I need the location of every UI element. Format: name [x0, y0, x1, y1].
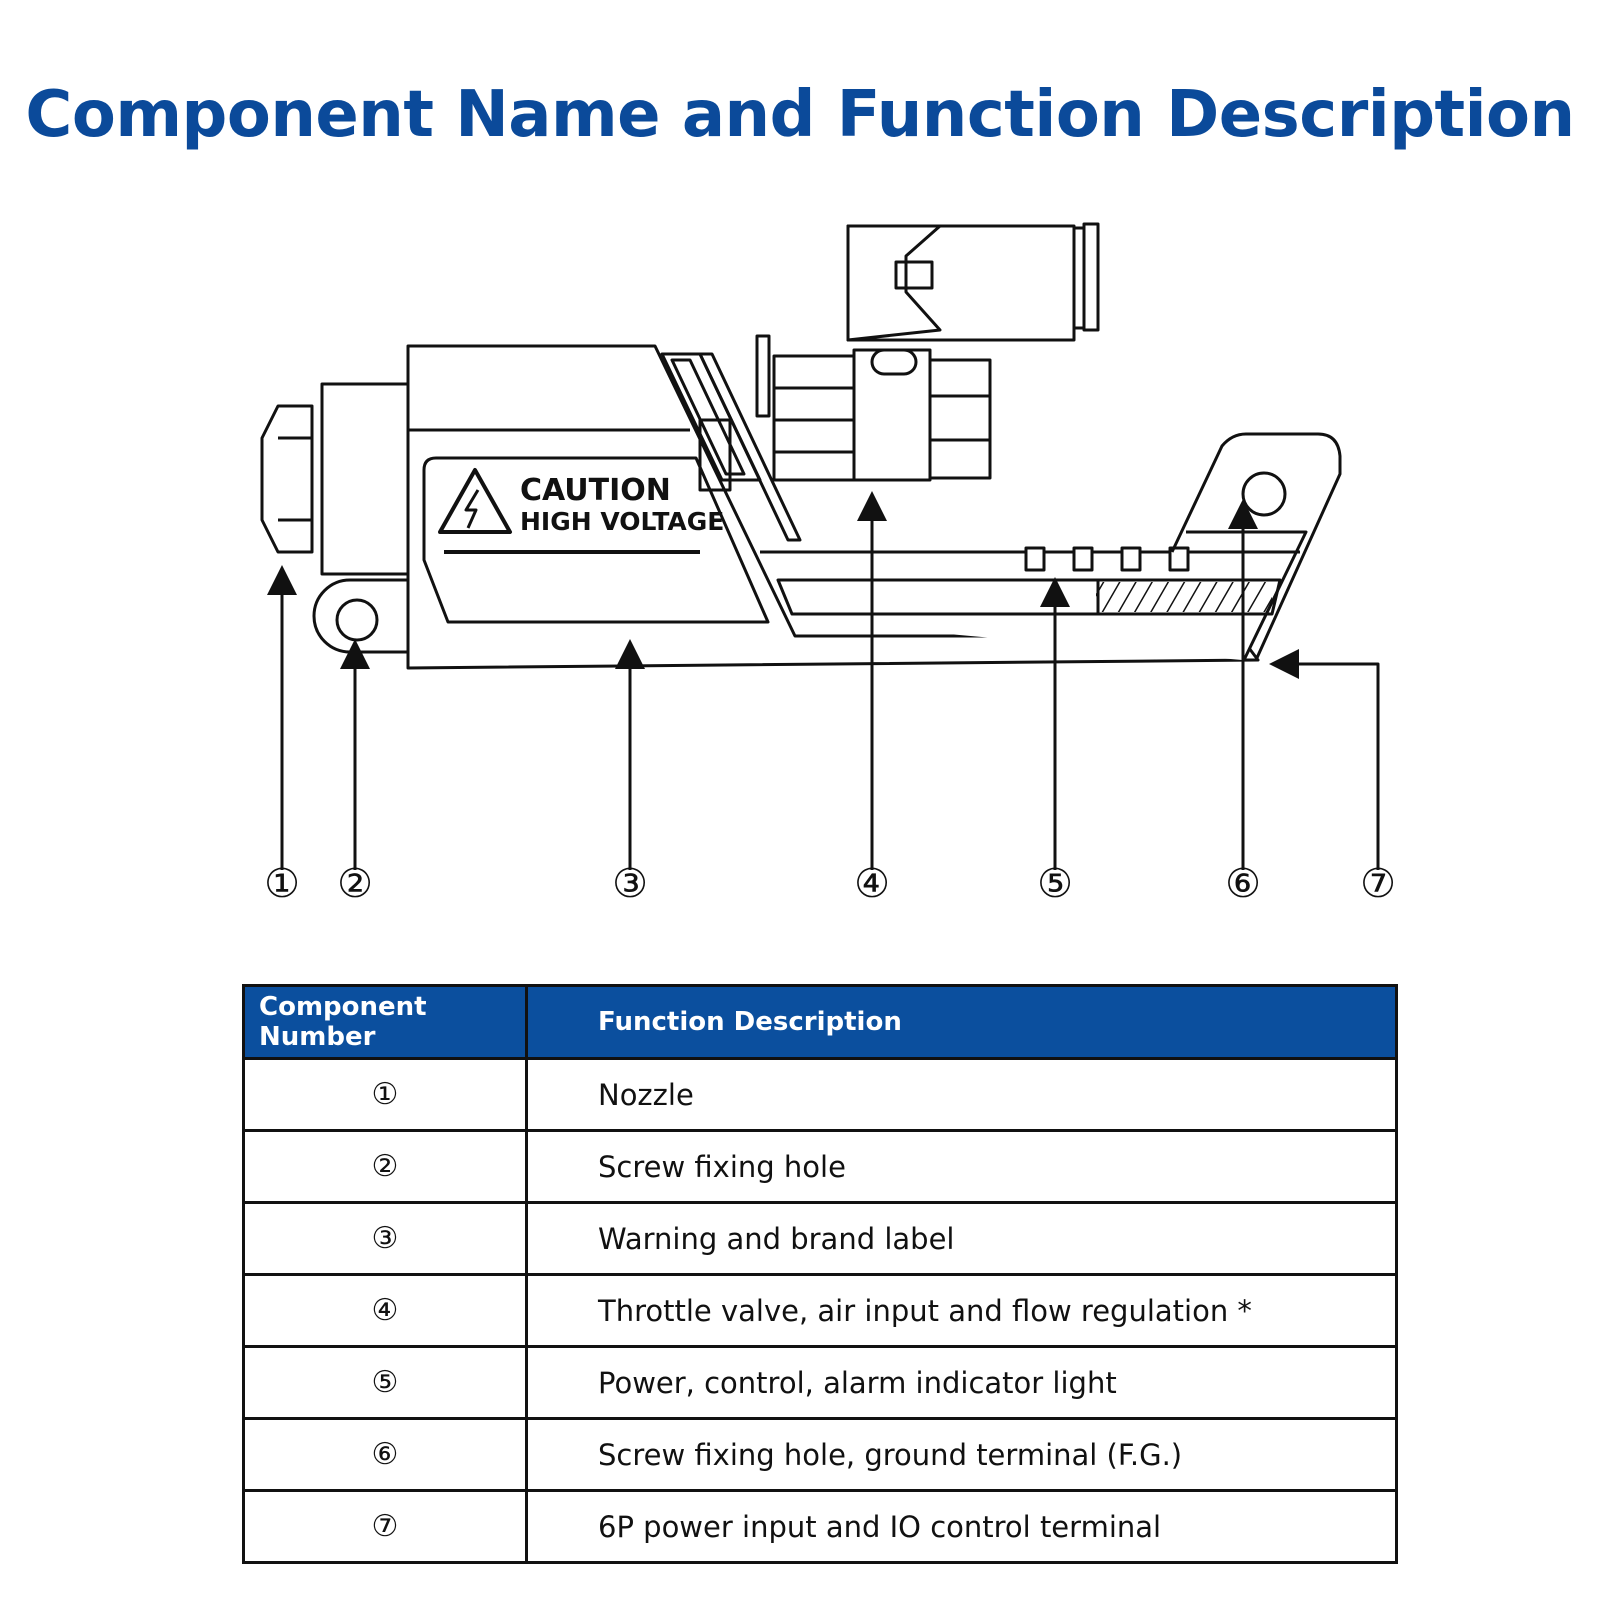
row-description: Power, control, alarm indicator light	[525, 1345, 1398, 1420]
header-function-description: Function Description	[525, 984, 1398, 1060]
high-voltage-icon	[438, 468, 512, 534]
table-row: ⑥ Screw fixing hole, ground terminal (F.…	[242, 1417, 1398, 1492]
table-row: ③ Warning and brand label	[242, 1201, 1398, 1276]
throttle-valve	[755, 222, 1100, 482]
callout-7: ⑦	[1360, 861, 1396, 907]
header-component-number: Component Number	[242, 984, 528, 1060]
component-table: Component Number Function Description ① …	[242, 984, 1398, 1564]
caution-text: CAUTION	[520, 473, 671, 508]
row-number: ①	[242, 1057, 528, 1132]
callout-6: ⑥	[1225, 861, 1261, 907]
table-row: ⑤ Power, control, alarm indicator light	[242, 1345, 1398, 1420]
row-description: Screw fixing hole	[525, 1129, 1398, 1204]
table-row: ② Screw fixing hole	[242, 1129, 1398, 1204]
row-number: ④	[242, 1273, 528, 1348]
row-number: ③	[242, 1201, 528, 1276]
row-number: ⑦	[242, 1489, 528, 1564]
high-voltage-text: HIGH VOLTAGE	[520, 507, 724, 536]
row-description: Nozzle	[525, 1057, 1398, 1132]
nozzle	[260, 382, 410, 576]
indicator-light-1	[1024, 546, 1046, 572]
warning-label: CAUTION HIGH VOLTAGE	[422, 456, 770, 624]
callout-4: ④	[854, 861, 890, 907]
indicator-light-2	[1072, 546, 1094, 572]
callout-1: ①	[264, 861, 300, 907]
row-description: Throttle valve, air input and flow regul…	[525, 1273, 1398, 1348]
row-description: Warning and brand label	[525, 1201, 1398, 1276]
page-title: Component Name and Function Description	[25, 78, 1575, 152]
row-description: Screw fixing hole, ground terminal (F.G.…	[525, 1417, 1398, 1492]
callout-2: ②	[337, 861, 373, 907]
table-row: ④ Throttle valve, air input and flow reg…	[242, 1273, 1398, 1348]
screw-fixing-hole-left	[312, 578, 408, 654]
table-row: ① Nozzle	[242, 1057, 1398, 1132]
row-description: 6P power input and IO control terminal	[525, 1489, 1398, 1564]
table-header-row: Component Number Function Description	[242, 984, 1398, 1060]
callout-5: ⑤	[1037, 861, 1073, 907]
device-diagram: CAUTION HIGH VOLTAGE	[260, 222, 1380, 870]
row-number: ②	[242, 1129, 528, 1204]
ground-tab	[1170, 432, 1342, 662]
table-row: ⑦ 6P power input and IO control terminal	[242, 1489, 1398, 1564]
indicator-light-4	[1168, 546, 1190, 572]
leader-arrows	[267, 491, 1380, 870]
indicator-light-3	[1120, 546, 1142, 572]
row-number: ⑤	[242, 1345, 528, 1420]
callout-3: ③	[612, 861, 648, 907]
row-number: ⑥	[242, 1417, 528, 1492]
side-slats	[660, 352, 802, 542]
